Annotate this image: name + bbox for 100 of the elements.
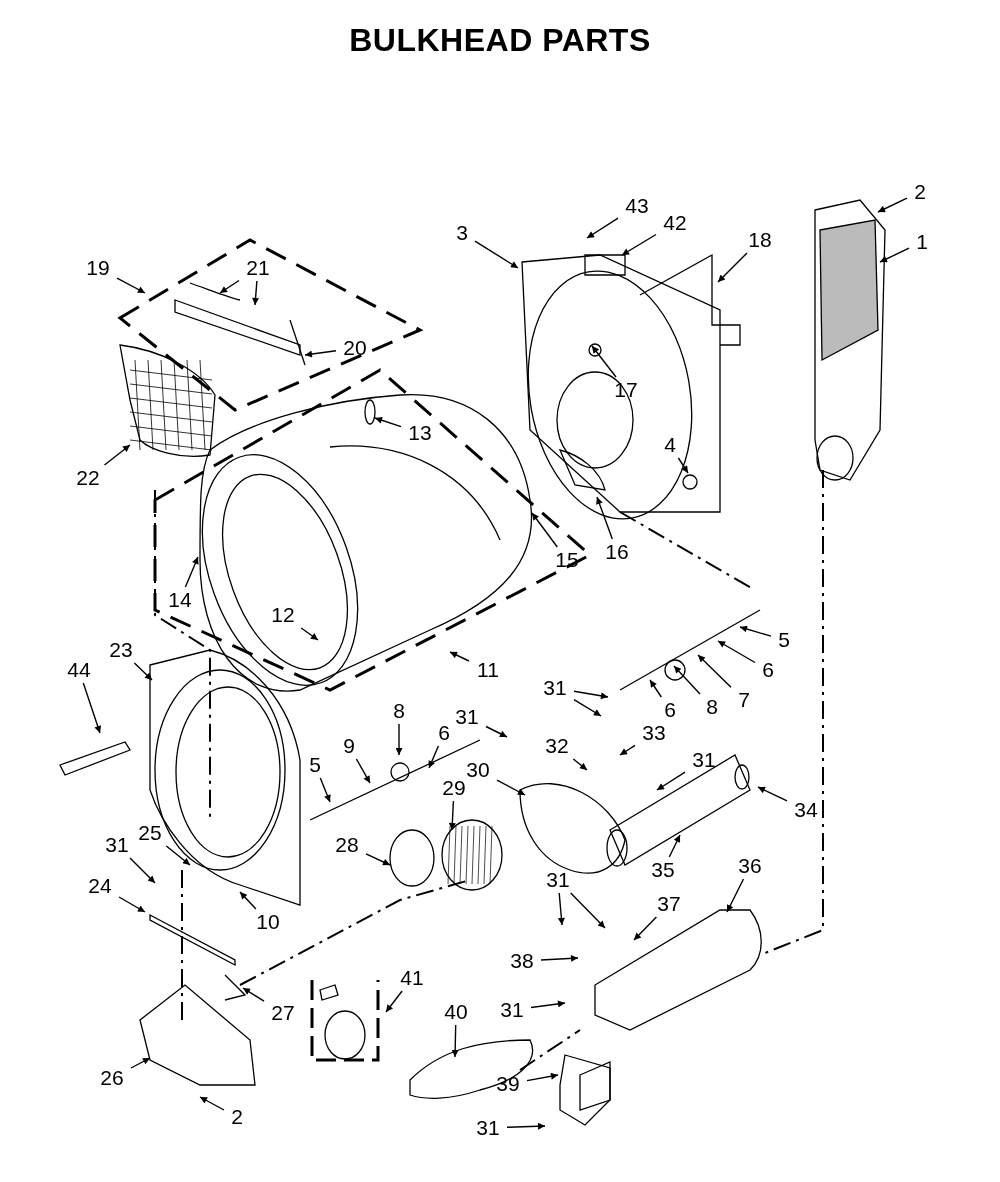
leader-line bbox=[116, 277, 146, 294]
leader-line bbox=[428, 745, 440, 769]
leader-line bbox=[118, 896, 146, 913]
callout-number: 41 bbox=[400, 967, 424, 989]
leader-line bbox=[374, 416, 402, 428]
callout-number: 19 bbox=[86, 257, 110, 279]
leader-line bbox=[506, 1122, 546, 1130]
callout-number: 8 bbox=[393, 700, 405, 722]
callout-number: 43 bbox=[625, 195, 649, 217]
callout-number: 25 bbox=[138, 822, 162, 844]
leader-line bbox=[239, 891, 257, 910]
leader-line bbox=[591, 345, 617, 378]
leader-line bbox=[586, 217, 619, 239]
leader-line bbox=[572, 758, 588, 771]
callout-number: 44 bbox=[67, 659, 91, 681]
callout-number: 21 bbox=[246, 257, 270, 279]
leader-line bbox=[649, 679, 662, 698]
leader-line bbox=[656, 771, 686, 791]
callout-number: 14 bbox=[168, 589, 192, 611]
callout-number: 5 bbox=[778, 629, 790, 651]
callout-number: 31 bbox=[692, 749, 716, 771]
leader-line bbox=[304, 350, 337, 358]
leader-line bbox=[717, 252, 748, 283]
callout-number: 33 bbox=[642, 722, 666, 744]
callout-number: 24 bbox=[88, 875, 112, 897]
leader-line bbox=[355, 758, 371, 784]
leader-line bbox=[621, 233, 657, 256]
callout-number: 18 bbox=[748, 229, 772, 251]
leader-line bbox=[130, 1057, 151, 1069]
callout-number: 31 bbox=[476, 1117, 500, 1139]
callout-number: 3 bbox=[456, 222, 468, 244]
callout-number: 35 bbox=[651, 859, 675, 881]
leader-line bbox=[619, 744, 636, 756]
leader-line bbox=[474, 240, 519, 269]
callout-number: 32 bbox=[545, 735, 569, 757]
leader-line bbox=[448, 800, 456, 831]
leader-line bbox=[219, 279, 240, 294]
leader-line bbox=[82, 682, 102, 734]
leader-line bbox=[757, 786, 788, 802]
callout-number: 31 bbox=[455, 706, 479, 728]
leader-line bbox=[673, 665, 701, 695]
callout-number: 36 bbox=[738, 855, 762, 877]
callout-number: 12 bbox=[271, 604, 295, 626]
leader-line bbox=[697, 654, 732, 688]
callout-number: 39 bbox=[496, 1073, 520, 1095]
callout-number: 28 bbox=[335, 834, 359, 856]
leader-line bbox=[485, 725, 508, 738]
callout-number: 38 bbox=[510, 950, 534, 972]
leader-line bbox=[531, 512, 558, 548]
leader-line bbox=[677, 457, 689, 474]
callout-number: 1 bbox=[916, 231, 928, 253]
callout-number: 2 bbox=[914, 181, 926, 203]
leader-line bbox=[496, 779, 526, 796]
leader-line bbox=[300, 627, 319, 641]
leader-line bbox=[540, 954, 579, 962]
callout-number: 20 bbox=[343, 337, 367, 359]
leader-line bbox=[129, 857, 156, 884]
callout-number: 22 bbox=[76, 467, 100, 489]
leader-line bbox=[449, 651, 470, 662]
callout-number: 31 bbox=[105, 834, 129, 856]
diagram-title: BULKHEAD PARTS bbox=[348, 22, 652, 59]
leader-line bbox=[103, 444, 131, 466]
callout-number: 31 bbox=[500, 999, 524, 1021]
leader-line bbox=[365, 853, 391, 866]
callout-number: 27 bbox=[271, 1002, 295, 1024]
leader-line bbox=[557, 892, 565, 926]
leader-line bbox=[252, 280, 260, 306]
callout-number: 6 bbox=[762, 659, 774, 681]
leader-line bbox=[633, 916, 658, 941]
leader-line bbox=[596, 496, 613, 540]
leader-line bbox=[319, 777, 331, 803]
callout-number: 7 bbox=[738, 689, 750, 711]
callout-number: 42 bbox=[663, 212, 687, 234]
leader-line bbox=[395, 723, 403, 756]
callout-number: 11 bbox=[477, 659, 499, 681]
leader-line bbox=[879, 247, 910, 263]
leader-line bbox=[199, 1096, 225, 1111]
callout-number: 8 bbox=[706, 696, 718, 718]
leader-line bbox=[530, 1000, 566, 1009]
leader-line bbox=[726, 878, 745, 913]
leader-line bbox=[877, 197, 908, 213]
callout-number: 29 bbox=[442, 777, 466, 799]
callout-number: 31 bbox=[543, 677, 567, 699]
callout-number: 34 bbox=[794, 799, 818, 821]
callout-number: 10 bbox=[256, 911, 280, 933]
callout-number: 4 bbox=[664, 434, 676, 456]
callout-number: 9 bbox=[343, 735, 355, 757]
leader-line bbox=[242, 987, 265, 1002]
leader-line bbox=[385, 990, 403, 1013]
leader-line bbox=[165, 845, 191, 866]
callout-number: 6 bbox=[664, 699, 676, 721]
callout-number: 2 bbox=[231, 1106, 243, 1128]
callout-number: 23 bbox=[109, 639, 133, 661]
callout-number: 16 bbox=[605, 541, 629, 563]
leader-line bbox=[573, 690, 609, 700]
callout-number: 37 bbox=[657, 893, 681, 915]
callout-number: 31 bbox=[546, 869, 570, 891]
callout-number: 40 bbox=[444, 1001, 468, 1023]
leader-line bbox=[717, 640, 756, 664]
callout-number: 13 bbox=[408, 422, 432, 444]
